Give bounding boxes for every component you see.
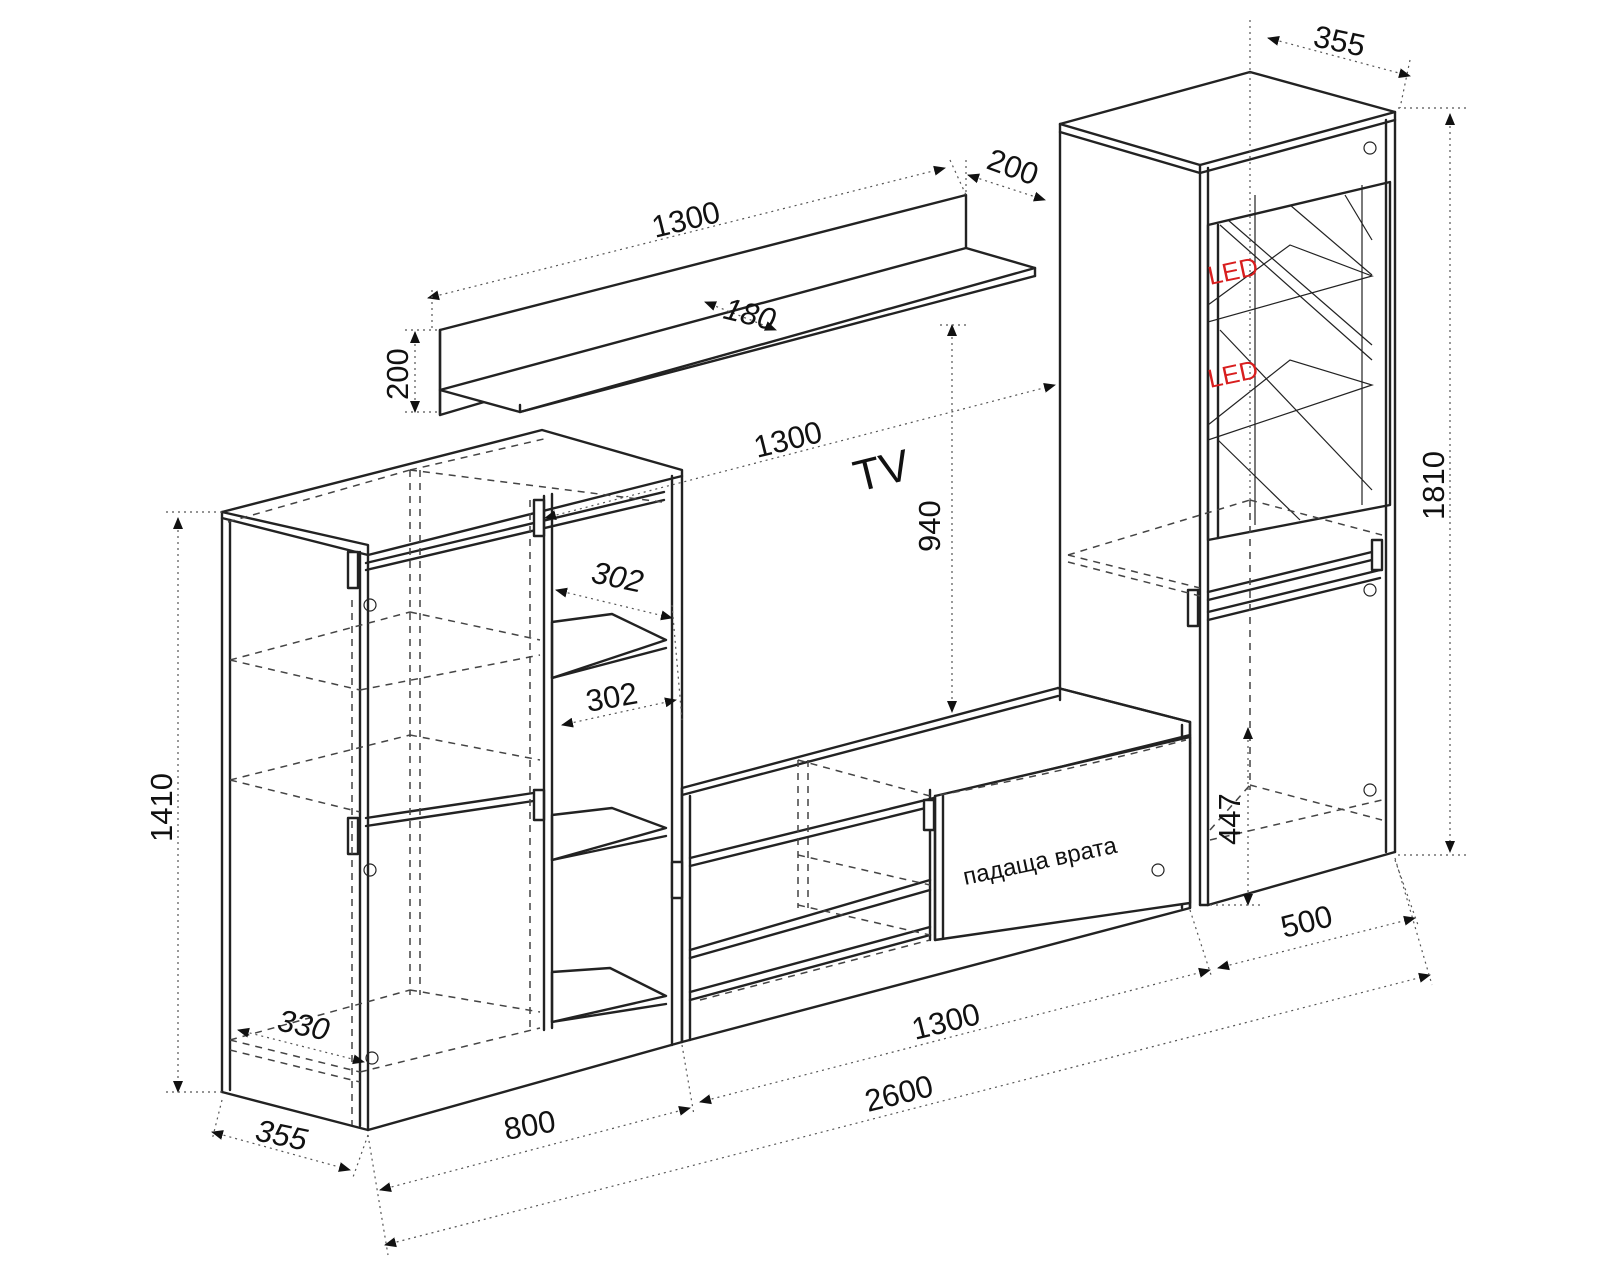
dimension-lines [166,20,1466,1256]
dim-shelf-height: 200 [380,348,415,400]
dim-tv-height: 940 [912,500,947,552]
dim-total-width: 2600 [861,1068,936,1119]
dim-tower-height: 1810 [1416,451,1451,520]
led-label-lower: LED [1205,354,1261,394]
dim-shelf-width: 1300 [648,194,723,245]
dim-cabinet-width: 800 [501,1103,558,1146]
led-label-upper: LED [1205,251,1261,291]
dim-shelf-depth: 200 [983,142,1044,193]
dim-tower-width: 500 [1277,898,1336,944]
dim-tower-lower-height: 447 [1212,793,1247,845]
dim-tv-opening-width: 1300 [750,414,825,465]
dim-cabinet-inner-depth: 330 [275,1003,333,1048]
right-tower [1058,70,1397,907]
tv-label: TV [849,440,916,501]
tv-base-unit [670,686,1192,1044]
dim-base-width: 1300 [908,996,983,1047]
dim-cabinet-height: 1410 [144,773,179,842]
dim-tower-depth: 355 [1311,19,1369,64]
dim-cabinet-depth: 355 [253,1113,312,1158]
